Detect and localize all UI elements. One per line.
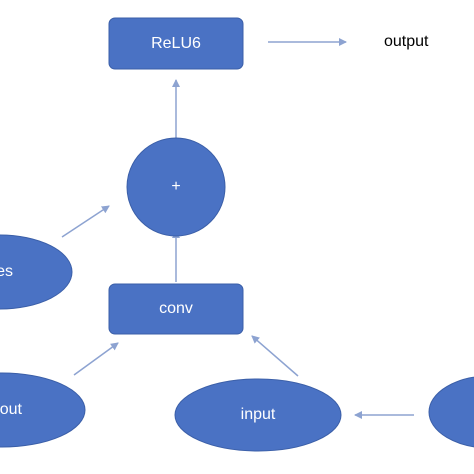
add-label: +	[171, 178, 180, 195]
left-mid-node: es	[0, 234, 73, 310]
relu6-node: ReLU6	[108, 17, 244, 70]
edge-left-mid-to-add	[61, 205, 110, 238]
left-mid-label: es	[0, 263, 13, 280]
conv-node: conv	[108, 283, 244, 335]
left-bottom-node: out	[0, 372, 86, 448]
edges	[61, 38, 414, 419]
input-node: input	[174, 378, 342, 452]
right-bottom-node	[428, 376, 474, 448]
edge-input-to-conv	[251, 335, 299, 377]
conv-label: conv	[159, 300, 193, 317]
edge-left-bottom-to-conv	[73, 342, 119, 376]
relu6-label: ReLU6	[151, 35, 201, 52]
output-label: output	[384, 33, 429, 50]
left-bottom-label: out	[0, 401, 23, 418]
add-node: +	[126, 137, 226, 237]
input-label: input	[241, 406, 276, 423]
